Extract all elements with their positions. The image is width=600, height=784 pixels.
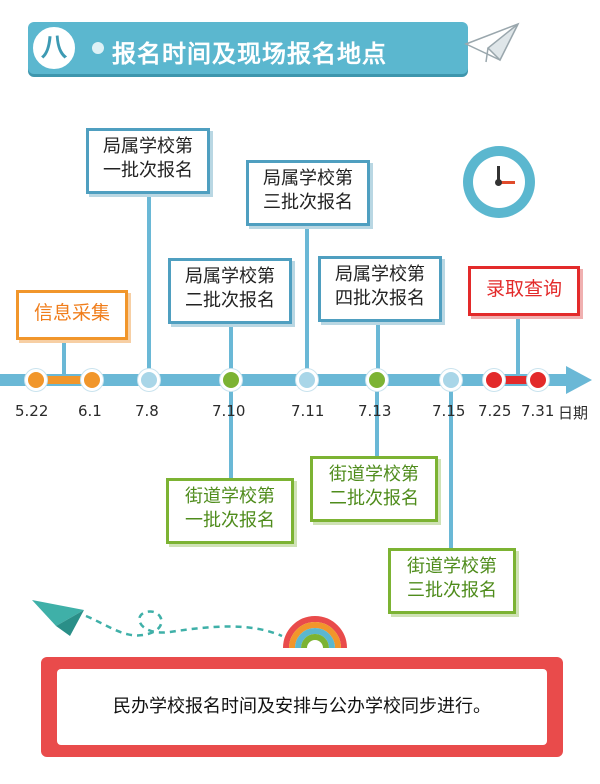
connector-street-batch2	[375, 386, 379, 456]
paper-plane-icon	[464, 22, 520, 63]
date-label: 7.10	[212, 402, 246, 420]
connector-info-collection	[62, 338, 66, 376]
date-label: 6.1	[78, 402, 102, 420]
timeline-arrow	[566, 366, 592, 394]
connector-street-batch3	[449, 386, 453, 548]
date-label: 7.13	[358, 402, 392, 420]
note-text: 民办学校报名时间及安排与公办学校同步进行。	[57, 669, 547, 745]
paper-plane-icon	[32, 600, 283, 638]
timeline-node	[138, 369, 160, 391]
box-admission-query: 录取查询	[468, 266, 580, 316]
date-label: 7.25	[478, 402, 512, 420]
box-street-batch2: 街道学校第 二批次报名	[310, 456, 438, 522]
box-info-collection: 信息采集	[16, 290, 128, 340]
timeline-node	[440, 369, 462, 391]
axis-end-label: 日期	[558, 404, 589, 422]
box-street-batch3: 街道学校第 三批次报名	[388, 548, 516, 614]
timeline-segment-query	[493, 376, 538, 384]
header-dot	[92, 42, 104, 54]
connector-bureau-batch4	[376, 322, 380, 376]
connector-bureau-batch2	[229, 324, 233, 376]
date-label: 5.22	[15, 402, 49, 420]
box-bureau-batch3: 局属学校第 三批次报名	[246, 160, 370, 226]
timeline-node	[483, 369, 505, 391]
connector-street-batch1	[229, 386, 233, 478]
timeline-segment-info	[36, 376, 92, 384]
date-label: 7.15	[432, 402, 466, 420]
note-panel: 民办学校报名时间及安排与公办学校同步进行。	[41, 657, 563, 757]
box-bureau-batch4: 局属学校第 四批次报名	[318, 256, 442, 322]
date-label: 7.8	[135, 402, 159, 420]
timeline-node	[296, 369, 318, 391]
timeline-node	[25, 369, 47, 391]
rainbow-icon	[283, 616, 347, 649]
section-number-badge: 八	[30, 24, 78, 72]
connector-bureau-batch3	[305, 226, 309, 376]
timeline-node	[366, 369, 388, 391]
box-bureau-batch2: 局属学校第 二批次报名	[168, 258, 292, 324]
connector-admission-query	[516, 314, 520, 376]
timeline-node	[527, 369, 549, 391]
section-title: 报名时间及现场报名地点	[112, 40, 387, 68]
connector-bureau-batch1	[147, 192, 151, 376]
box-bureau-batch1: 局属学校第 一批次报名	[86, 128, 210, 194]
timeline-node	[81, 369, 103, 391]
timeline-node	[220, 369, 242, 391]
date-label: 7.11	[291, 402, 325, 420]
box-street-batch1: 街道学校第 一批次报名	[166, 478, 294, 544]
date-label: 7.31	[521, 402, 555, 420]
